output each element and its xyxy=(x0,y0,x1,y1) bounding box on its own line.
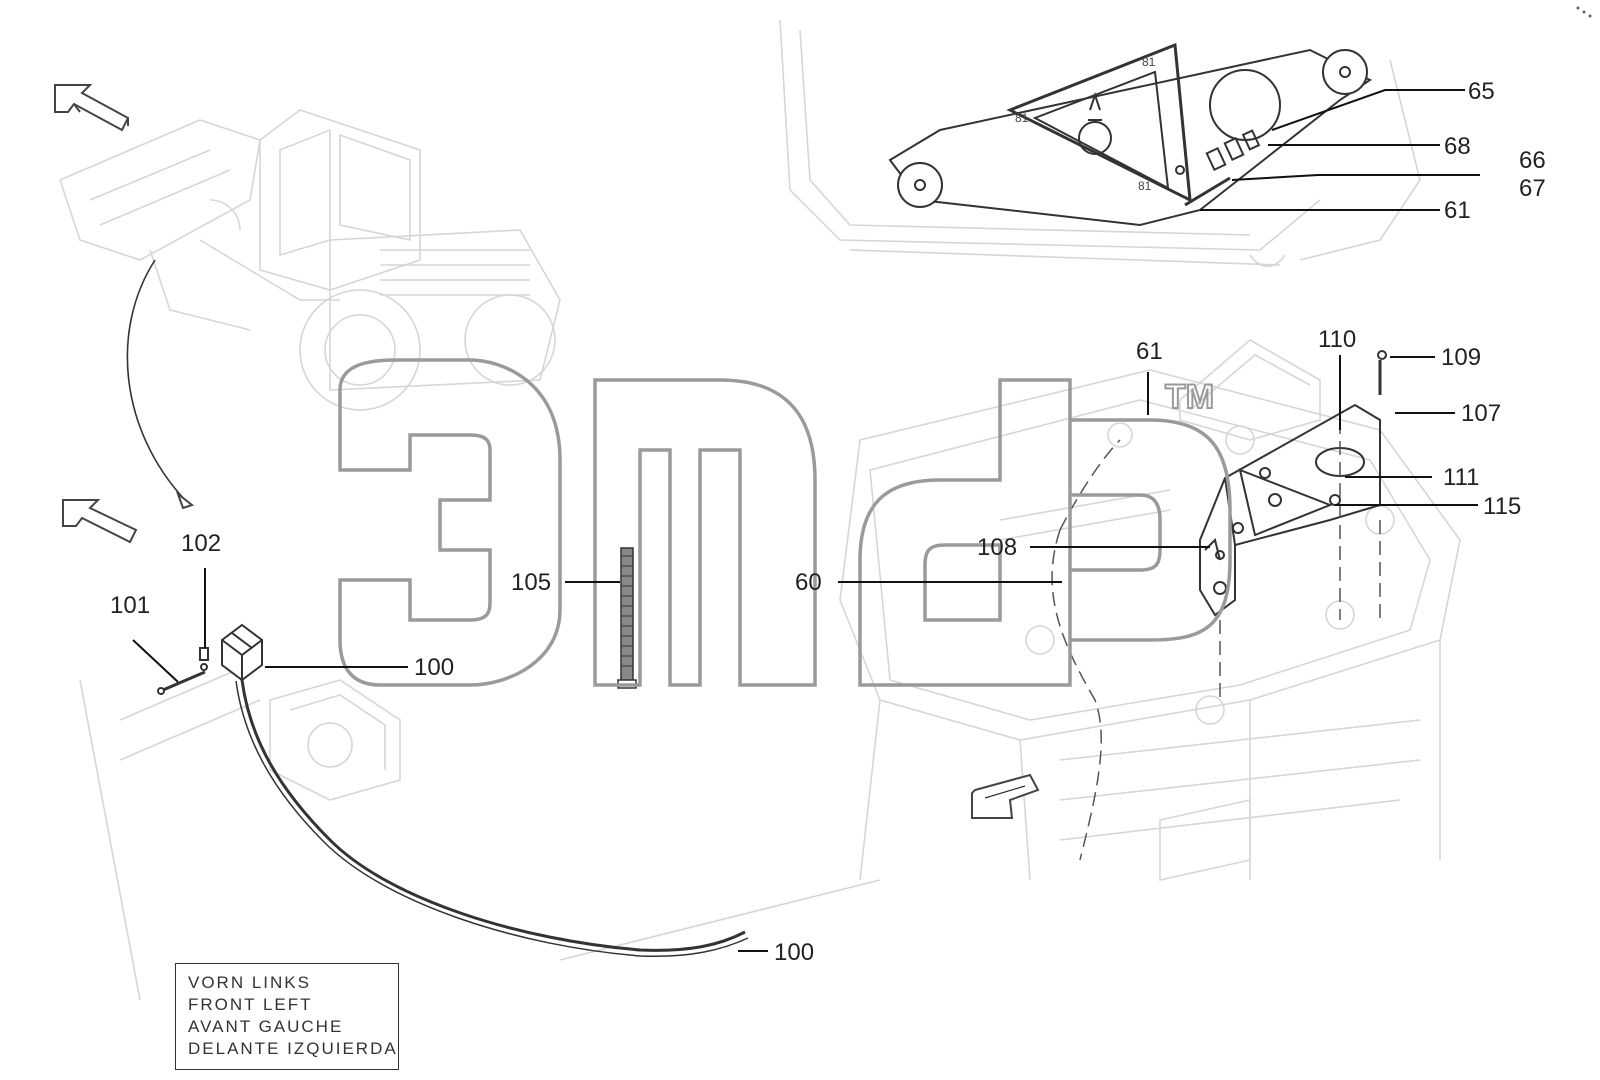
leader-lines xyxy=(132,89,1480,952)
callout-68: 68 xyxy=(1444,133,1471,160)
callout-100-sensor: 100 xyxy=(414,654,454,681)
direction-arrow-top-left xyxy=(54,84,130,132)
callout-65: 65 xyxy=(1468,78,1495,105)
callout-107: 107 xyxy=(1461,400,1501,427)
loader-illustration xyxy=(59,109,561,411)
position-legend: VORN LINKS FRONT LEFT AVANT GAUCHE DELAN… xyxy=(175,963,399,1070)
callout-67: 67 xyxy=(1519,175,1546,202)
callout-61-top: 61 xyxy=(1444,197,1471,224)
legend-line-es: DELANTE IZQUIERDA xyxy=(188,1039,398,1058)
direction-arrow-left xyxy=(62,499,138,544)
svg-text:81: 81 xyxy=(1015,111,1029,125)
machine-body-illustration xyxy=(79,19,1461,1001)
direction-arrow-bottom-right xyxy=(971,773,1040,819)
watermark-logo: TM xyxy=(338,358,1232,687)
callout-111: 111 xyxy=(1443,464,1479,491)
callout-109: 109 xyxy=(1441,344,1481,371)
callout-102: 102 xyxy=(181,530,221,557)
sensor-assembly xyxy=(126,259,749,958)
callout-labels: 65 68 66 67 61 61 110 109 107 111 115 10… xyxy=(110,78,1546,966)
callout-110: 110 xyxy=(1318,326,1356,353)
legend-line-de: VORN LINKS xyxy=(188,973,311,992)
svg-text:81: 81 xyxy=(1142,55,1156,69)
inset-sign-bracket: 81 81 81 xyxy=(888,42,1372,227)
callout-108: 108 xyxy=(977,534,1017,561)
callout-115: 115 xyxy=(1483,493,1521,520)
callout-60: 60 xyxy=(795,569,822,596)
callout-101: 101 xyxy=(110,592,150,619)
svg-text:81: 81 xyxy=(1138,179,1152,193)
callout-61-mid: 61 xyxy=(1136,338,1163,365)
legend-line-fr: AVANT GAUCHE xyxy=(188,1017,344,1036)
mounting-bracket-assembly xyxy=(1051,350,1387,861)
watermark-trademark: TM xyxy=(1165,378,1214,416)
legend-line-en: FRONT LEFT xyxy=(188,995,313,1014)
callout-66: 66 xyxy=(1519,147,1546,174)
callout-100-cable: 100 xyxy=(774,939,814,966)
corner-mark xyxy=(1576,6,1592,18)
long-bolt xyxy=(617,547,637,689)
callout-105: 105 xyxy=(511,569,551,596)
